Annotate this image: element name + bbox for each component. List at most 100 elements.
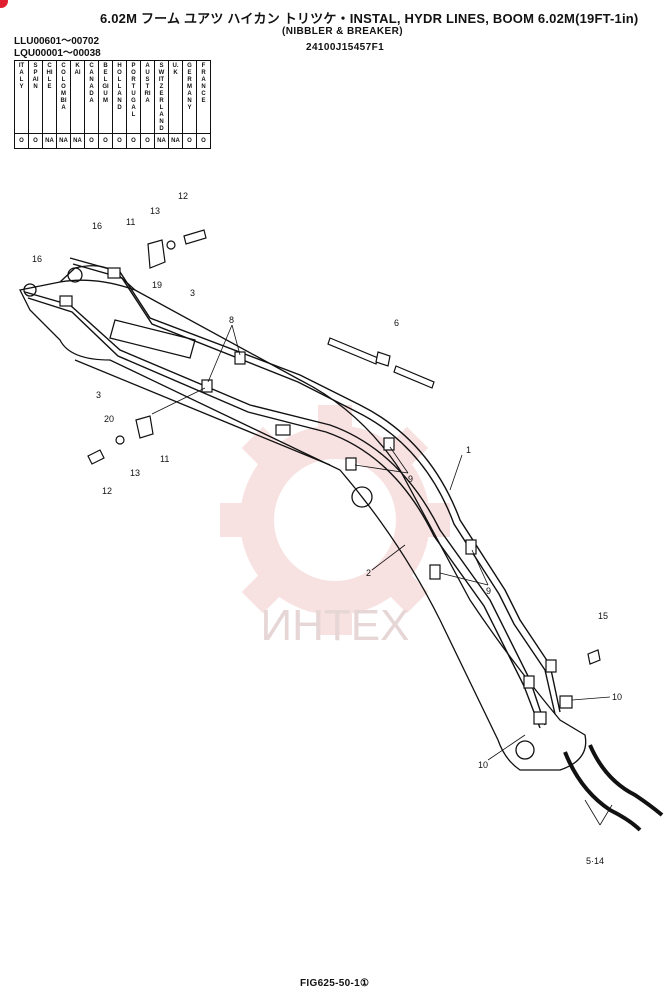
leader-9b [389,446,409,474]
callout-12-upper: 12 [178,191,188,201]
callout-13-upper: 13 [150,206,160,216]
clamps [59,239,573,725]
serial-range-2: LQU00001～00038 [14,48,101,59]
callout-15: 15 [598,611,608,621]
cap-15 [587,649,601,665]
hose-upper [588,744,664,817]
hydr-line-1b [72,263,556,715]
country-cell: HOLLAND [112,60,127,134]
callout-19: 19 [152,280,162,290]
country-name: CHILE [46,63,53,90]
leader-8a [231,324,241,356]
country-cell: COLOMBIA [56,60,71,134]
watermark-gear-ring [240,425,430,615]
clamp-16b [59,295,73,307]
part-number: 24100J15457F1 [306,42,385,53]
callout-16-upper: 16 [92,221,102,231]
leader-8b [207,324,233,383]
country-code: NA [70,133,85,149]
clamp-10b [523,675,535,689]
clamp-10c [559,695,573,709]
serial-range-1: LLU00601～00702 [14,36,100,47]
clamp-10a [545,659,557,673]
boom-foot-pin [67,267,83,283]
leader-1 [449,454,463,491]
hoses-5-14 [563,744,664,832]
callout-5-14: 5·14 [586,856,604,866]
country-applicability-table: ITALY SPAIN CHILE COLOMBIA KAI CANADA BE… [14,60,211,149]
country-name: ITALY [18,63,25,90]
callout-10-right: 10 [612,692,622,702]
corner-mark [0,0,8,8]
country-name: KAI [74,63,81,76]
leader-10a [571,696,611,701]
bolt-12-lower [87,449,105,465]
page-title: 6.02M フーム ユアツ ハイカン トリツケ・INSTAL, HYDR LIN… [100,11,639,26]
country-name: SWITZERLAND [158,63,165,132]
country-code: O [196,133,211,149]
nut-6 [375,351,391,367]
callout-3-upper: 3 [190,288,195,298]
watermark-text: ИНТЕХ [261,601,410,650]
country-name: U.K [172,63,179,76]
country-name: FRANCE [201,63,206,104]
leader-9c [471,549,489,586]
country-name: CANADA [89,63,94,104]
country-name: PORTUGAL [131,63,136,118]
figure-id: FIG625-50-1① [300,978,370,989]
callout-13-lower: 13 [130,468,140,478]
callout-1: 1 [466,445,471,455]
boom-nameplate [109,319,196,359]
bolt-6-right [393,365,435,389]
country-code: NA [154,133,169,149]
leader-9a [354,464,409,474]
callout-3-lower: 3 [96,390,101,400]
clamp-10d [533,711,547,725]
country-name: SPAIN [32,63,39,90]
clamp-8a [234,351,246,365]
hydr-line-1 [69,257,561,713]
clamp-9a [275,424,291,436]
country-code: NA [42,133,57,149]
boom-end-pin [515,740,535,760]
callout-6: 6 [394,318,399,328]
hose-lower [563,751,642,832]
callout-12-lower: 12 [102,486,112,496]
bracket-11-lower [135,415,154,439]
callout-16-lower: 16 [32,254,42,264]
clamp-9b [345,457,357,471]
bolt-12-upper [183,229,207,245]
callout-11-upper: 11 [126,217,135,227]
washer-13-lower [115,435,125,445]
country-name: HOLLAND [117,63,122,111]
leader-2 [371,544,406,571]
leader-5-14b [599,804,613,826]
country-name: GERMANY [187,63,192,111]
callout-8: 8 [229,315,234,325]
callout-9-lower: 9 [486,586,491,596]
country-cell: KAI [70,60,85,134]
callout-20: 20 [104,414,114,424]
callout-10-bottom: 10 [478,760,488,770]
washer-13-upper [166,240,176,250]
clamp-8b [201,379,213,393]
boom-lower-edge [74,359,331,466]
hydr-line-2 [24,291,546,726]
callout-labels: 1 2 3 3 5·14 6 8 9 9 10 10 11 11 12 12 1… [32,191,622,866]
boom-structure [19,265,587,771]
clamp-16a [107,267,121,279]
callout-2: 2 [366,568,371,578]
callout-9-upper: 9 [408,474,413,484]
country-cell: FRANCE [196,60,211,134]
country-name: BELGIUM [102,63,109,104]
leader-11-lower [151,387,206,415]
clamp-9d [465,539,477,555]
leader-9d [439,572,489,586]
leader-lines [151,324,613,826]
fasteners [87,229,601,665]
country-name: AUSTRIA [144,63,151,104]
leader-10b [487,734,526,761]
hydr-line-2b [27,297,541,729]
clamp-9e [429,564,441,580]
